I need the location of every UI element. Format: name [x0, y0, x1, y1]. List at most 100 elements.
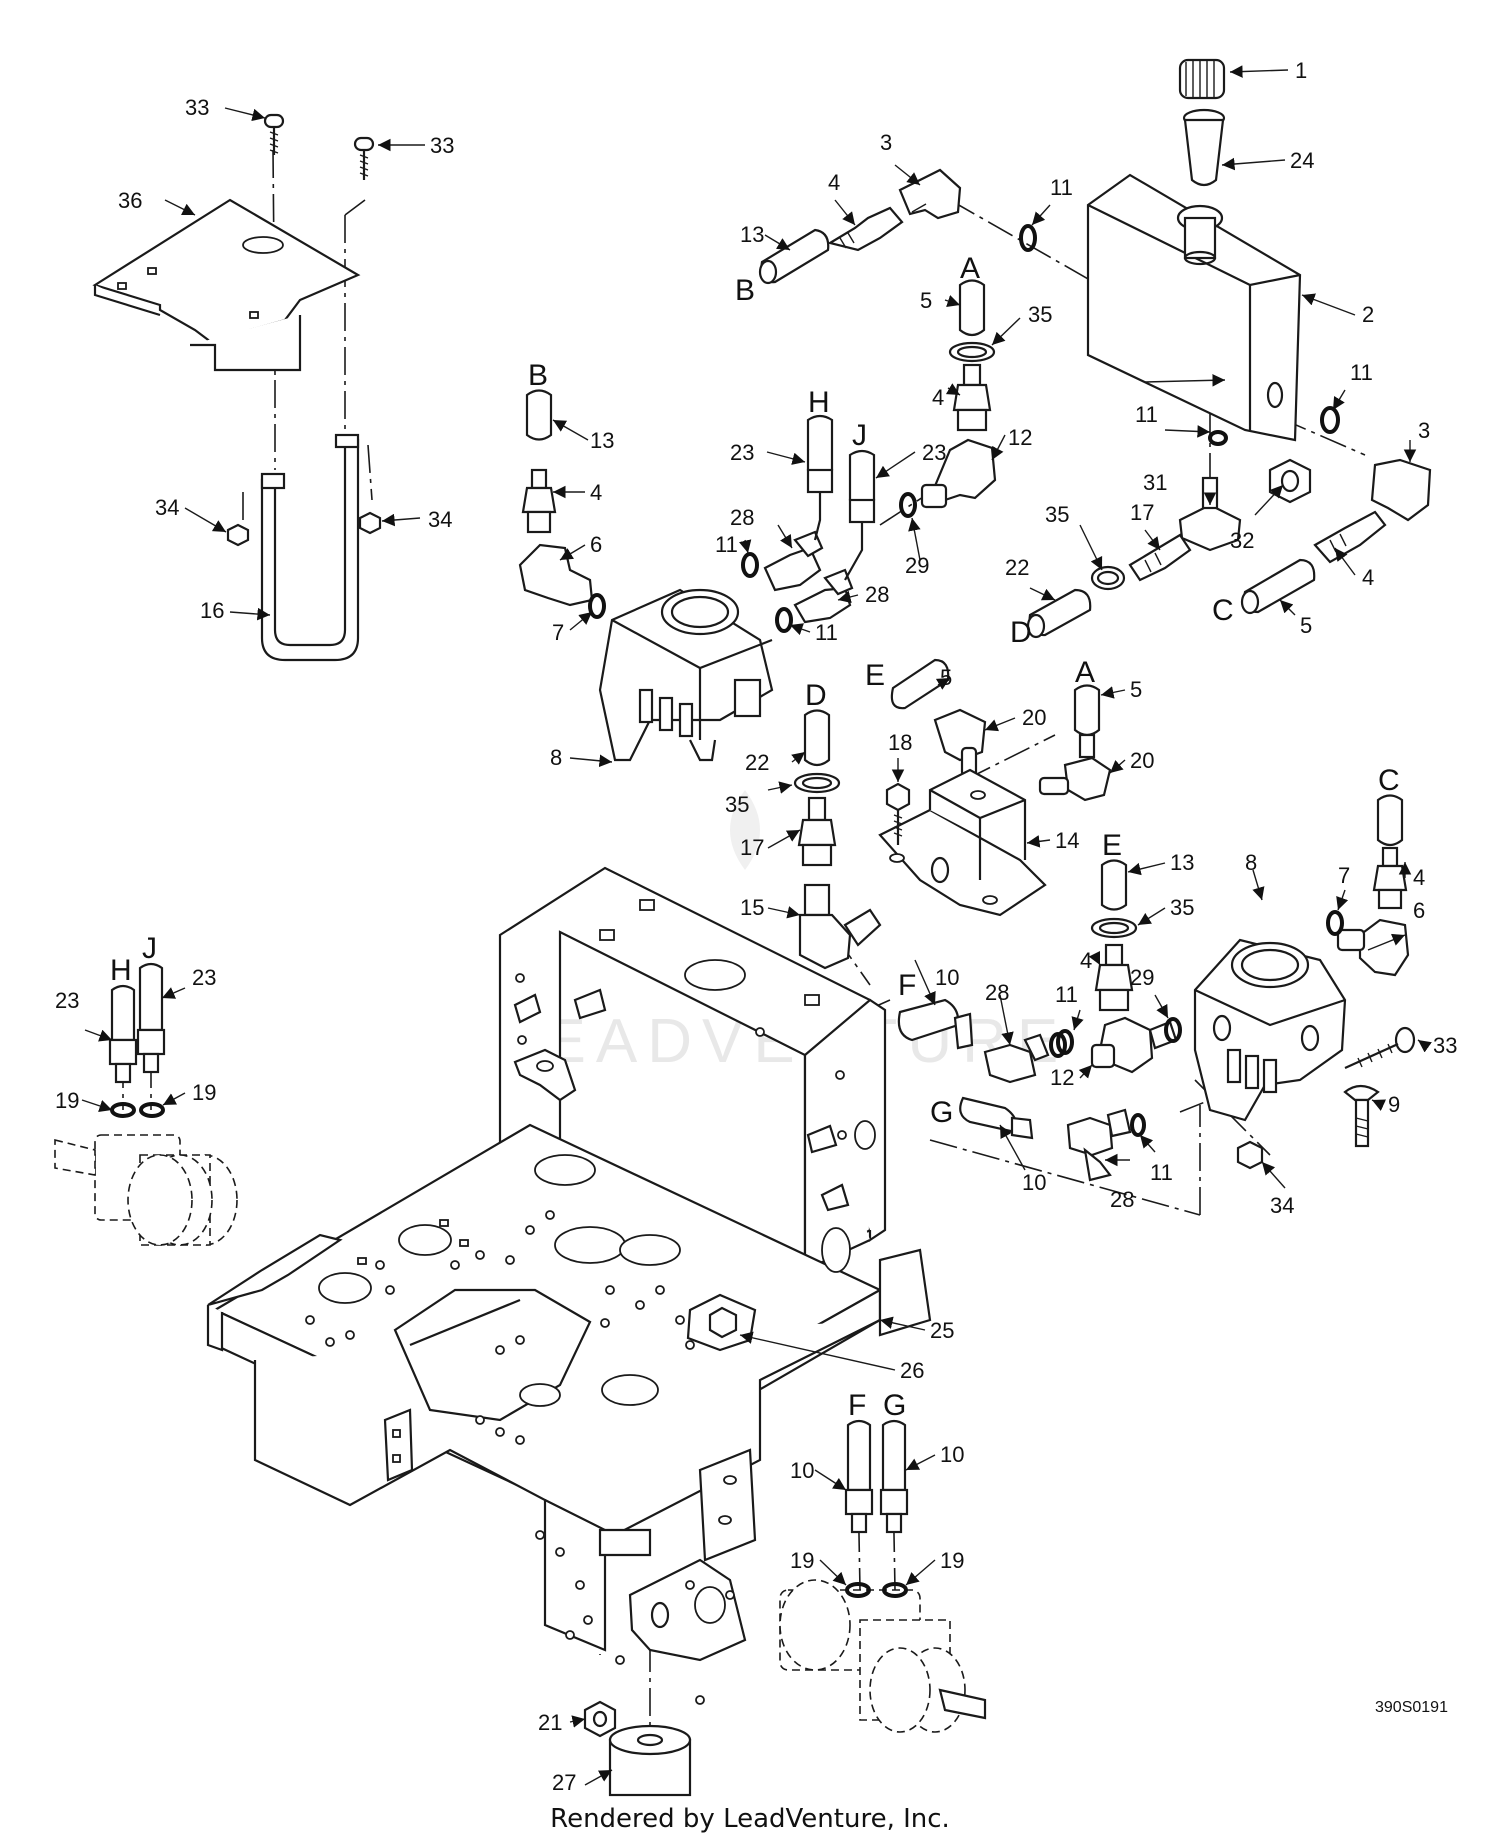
elbow-20-a	[933, 708, 987, 778]
figure-id: 390S0191	[1375, 1699, 1448, 1716]
hose-22-D-lower	[803, 709, 831, 767]
connector-H: H	[110, 954, 132, 987]
hoses-10-F-G-bottom	[844, 1419, 909, 1534]
callout-11: 11	[715, 532, 738, 557]
callout-4: 4	[932, 385, 944, 410]
elbow-20-b	[1038, 756, 1112, 802]
connector-D: D	[1010, 616, 1032, 649]
callout-32: 32	[1230, 528, 1254, 553]
hose-23-H-upper	[806, 414, 834, 541]
leader-arrows	[81, 65, 1432, 1786]
fitting-17-right	[1128, 533, 1192, 582]
callout-22: 22	[1005, 555, 1029, 580]
nut-21	[583, 1700, 617, 1738]
oring-7-right	[1326, 910, 1344, 936]
hose-5-C-right	[1376, 794, 1404, 847]
callout-35: 35	[1045, 502, 1069, 527]
callout-8: 8	[550, 745, 562, 770]
motor-right	[779, 1579, 987, 1733]
clamp-35-lower-left	[793, 772, 841, 794]
callout-28: 28	[730, 505, 754, 530]
callout-29: 29	[1130, 965, 1154, 990]
connector-F: F	[898, 969, 916, 1002]
callout-19: 19	[790, 1548, 814, 1573]
connector-C: C	[1378, 764, 1400, 797]
hose-5-A-top	[958, 279, 986, 337]
callout-36: 36	[118, 188, 142, 213]
connector-G: G	[883, 1389, 906, 1422]
cap-1	[1178, 58, 1226, 100]
callout-31: 31	[1143, 470, 1167, 495]
hose-5-right	[1240, 558, 1316, 615]
connector-J: J	[852, 419, 867, 452]
callout-17: 17	[1130, 500, 1154, 525]
callout-10: 10	[940, 1442, 964, 1467]
nuts-34-left	[226, 511, 382, 547]
hose-13-E-right	[1100, 859, 1128, 911]
motor-left	[54, 1102, 238, 1246]
connector-D: D	[805, 679, 827, 712]
callout-35: 35	[1170, 895, 1194, 920]
callout-7: 7	[1338, 863, 1350, 888]
callout-12: 12	[1008, 425, 1032, 450]
fitting-4-right-lower	[1094, 943, 1134, 1012]
callout-19: 19	[55, 1088, 79, 1113]
elbow-15	[798, 883, 882, 970]
oring-11-mid-a	[1049, 1032, 1067, 1058]
hose-22-right	[1026, 588, 1092, 639]
elbow-12-right	[1090, 1016, 1178, 1074]
callout-10: 10	[1022, 1170, 1046, 1195]
callout-23: 23	[192, 965, 216, 990]
hoses-23-H-J-left	[108, 962, 166, 1084]
callout-18: 18	[888, 730, 912, 755]
callout-1: 1	[1295, 58, 1307, 83]
callout-13: 13	[740, 222, 764, 247]
connector-E: E	[1102, 829, 1122, 862]
callout-33: 33	[185, 95, 209, 120]
callout-6: 6	[1413, 898, 1425, 923]
callout-10: 10	[935, 965, 959, 990]
callout-34: 34	[155, 495, 179, 520]
callout-28: 28	[1110, 1187, 1134, 1212]
connector-C: C	[1212, 594, 1234, 627]
oring-29-right	[1164, 1017, 1182, 1043]
callout-27: 27	[552, 1770, 576, 1795]
nut-32	[1268, 458, 1312, 504]
bolt-9	[1343, 1084, 1380, 1148]
elbow-3-top	[898, 168, 962, 220]
clamp-35-right	[1090, 565, 1126, 591]
callout-25: 25	[930, 1318, 954, 1343]
connector-A: A	[960, 252, 980, 285]
oring-29-top	[899, 492, 917, 518]
clamp-35-top	[948, 341, 996, 363]
callout-11: 11	[1135, 402, 1158, 427]
oring-11-res-side	[1320, 406, 1340, 434]
callout-3: 3	[880, 130, 892, 155]
parts-diagram: LEADVENTURE	[54, 58, 1457, 1797]
valve-8-right	[1193, 938, 1347, 1122]
callout-7: 7	[552, 620, 564, 645]
connector-G: G	[930, 1096, 953, 1129]
callout-28: 28	[865, 582, 889, 607]
callout-15: 15	[740, 895, 764, 920]
hose-23-J-upper	[844, 449, 876, 581]
callout-13: 13	[1170, 850, 1194, 875]
connector-A: A	[1075, 656, 1095, 689]
connector-E: E	[865, 659, 885, 692]
hose-13-top	[758, 228, 830, 285]
callout-13: 13	[590, 428, 614, 453]
callout-4: 4	[1413, 865, 1425, 890]
callout-4: 4	[1080, 948, 1092, 973]
block-14	[878, 768, 1047, 917]
callout-12: 12	[1050, 1065, 1074, 1090]
callout-11: 11	[1350, 360, 1373, 385]
callout-20: 20	[1022, 705, 1046, 730]
callout-23: 23	[730, 440, 754, 465]
footer-credit: Rendered by LeadVenture, Inc.	[550, 1804, 950, 1834]
callout-26: 26	[900, 1358, 924, 1383]
main-frame	[206, 866, 932, 1705]
connector-B: B	[528, 359, 548, 392]
screws-33-top	[263, 113, 375, 180]
callout-35: 35	[725, 792, 749, 817]
callout-23: 23	[55, 988, 79, 1013]
